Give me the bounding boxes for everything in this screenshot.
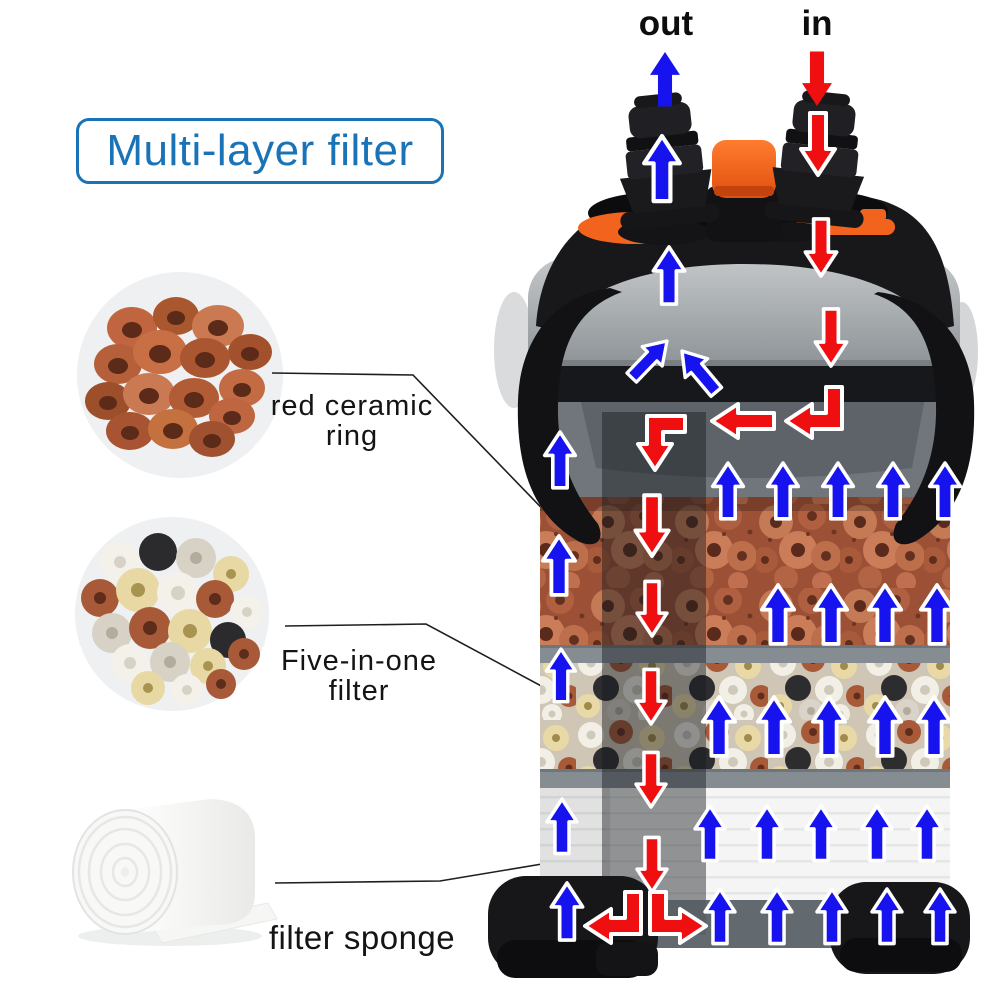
ceramic-ring-label: red ceramic ring — [252, 391, 452, 452]
head-lock-band — [543, 366, 947, 402]
five-in-one-callout-line — [284, 623, 559, 696]
five-in-one-media-photo — [75, 517, 269, 711]
filter-sponge-label-line1: filter sponge — [268, 919, 456, 956]
callout-lines — [271, 372, 561, 884]
tray-separator-1 — [540, 645, 950, 663]
flow-split-left — [583, 890, 643, 945]
title-banner: Multi-layer filter — [76, 118, 444, 184]
flow-corner-left — [784, 385, 844, 440]
five-in-one-label-line1: Five-in-one — [280, 645, 438, 677]
left-handle — [517, 288, 622, 545]
flow-split-right — [648, 890, 708, 945]
out-port-label: out — [638, 4, 694, 43]
primer-button — [706, 140, 782, 242]
base-feet — [488, 876, 970, 978]
filter-sponge-photo — [72, 799, 278, 946]
ceramic-callout-line — [271, 372, 561, 528]
ceramic-ring-label-line2: ring — [325, 420, 379, 453]
filter-sponge-label: filter sponge — [262, 919, 462, 956]
title-text: Multi-layer filter — [106, 126, 414, 175]
flow-corner-down — [636, 414, 687, 472]
five-in-one-label: Five-in-one filter — [259, 646, 459, 707]
in-port-label: in — [801, 4, 833, 43]
ceramic-ring-label-line1: red ceramic — [270, 390, 434, 422]
pump-head — [528, 90, 960, 402]
five-in-one-label-line2: filter — [328, 675, 390, 708]
sponge-callout-line — [274, 860, 561, 884]
inflow-arrows — [583, 51, 849, 945]
red-ceramic-rings-photo — [77, 272, 283, 478]
